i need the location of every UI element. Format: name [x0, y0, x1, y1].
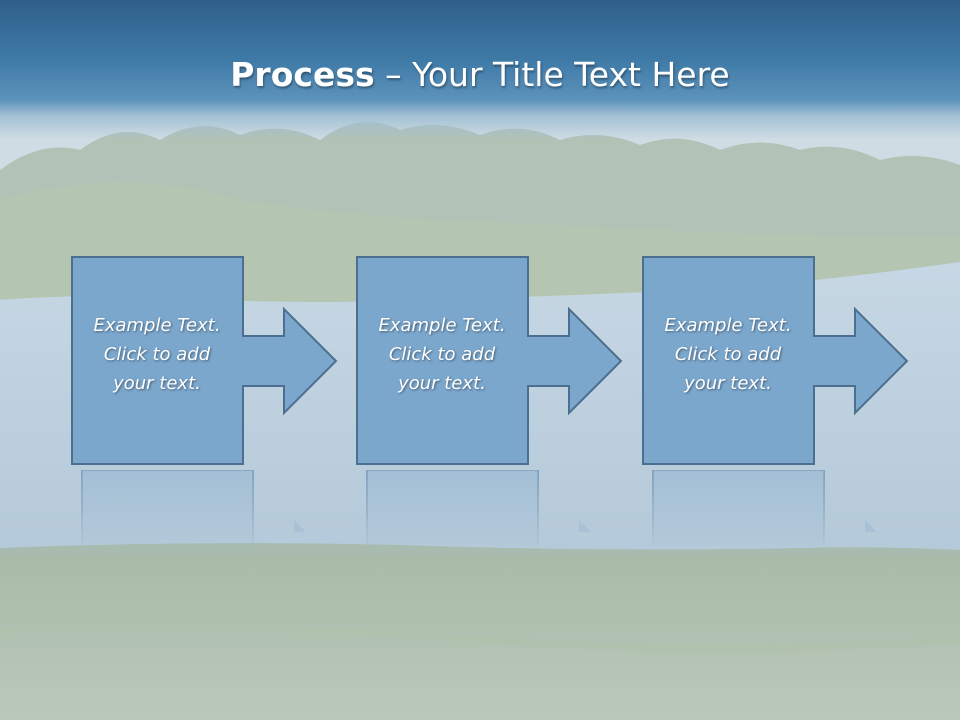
step-1-arrow-shape: [71, 256, 338, 465]
step-2-line-1: Example Text.: [378, 315, 506, 336]
step-3-line-1: Example Text.: [664, 315, 792, 336]
title-bold-text: Process: [230, 55, 375, 94]
step-1-reflection: [81, 470, 306, 550]
process-step-3[interactable]: Example Text. Click to add your text.: [642, 256, 932, 468]
step-1-text[interactable]: Example Text. Click to add your text.: [71, 311, 243, 398]
step-3-line-3: your text.: [684, 373, 772, 394]
step-2-line-2: Click to add: [388, 344, 496, 365]
step-2-line-3: your text.: [398, 373, 486, 394]
process-step-1[interactable]: Example Text. Click to add your text.: [71, 256, 361, 468]
step-3-arrow-shape: [642, 256, 909, 465]
slide-title[interactable]: Process – Your Title Text Here: [0, 52, 960, 98]
step-2-arrow-shape: [356, 256, 623, 465]
step-1-line-1: Example Text.: [93, 315, 221, 336]
step-3-text[interactable]: Example Text. Click to add your text.: [642, 311, 814, 398]
title-banner: [0, 0, 960, 140]
step-1-line-2: Click to add: [103, 344, 211, 365]
step-2-text[interactable]: Example Text. Click to add your text.: [356, 311, 528, 398]
process-step-2[interactable]: Example Text. Click to add your text.: [356, 256, 646, 468]
step-1-line-3: your text.: [113, 373, 201, 394]
step-3-line-2: Click to add: [674, 344, 782, 365]
step-3-reflection: [652, 470, 877, 550]
title-rest-text: – Your Title Text Here: [374, 55, 730, 94]
step-2-reflection: [366, 470, 591, 550]
